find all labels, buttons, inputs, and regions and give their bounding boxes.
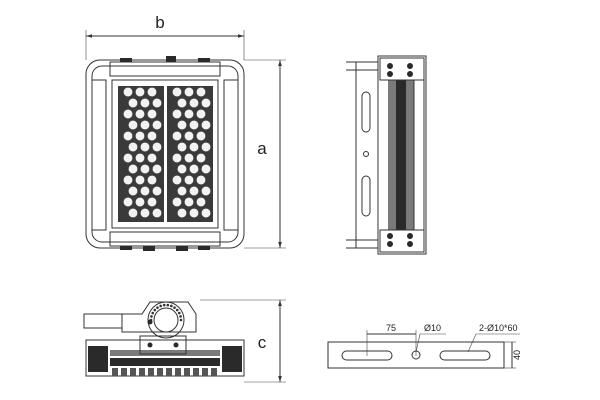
heatsink-fins — [112, 368, 217, 376]
bracket-detail: 75 Ø10 2-Ø10*60 40 — [327, 323, 522, 369]
slot-label: 2-Ø10*60 — [479, 323, 518, 333]
dimension-c-label: c — [258, 333, 267, 352]
dimension-b: b — [85, 13, 245, 60]
bracket-height-label: 40 — [512, 350, 522, 360]
led-array — [123, 87, 211, 218]
dimension-b-label: b — [155, 13, 164, 32]
housing-outline — [85, 59, 245, 249]
dimension-a: a — [244, 59, 286, 249]
side-view — [346, 55, 427, 255]
center-hole-label: Ø10 — [424, 323, 441, 333]
adjuster-dots — [149, 303, 183, 322]
spacing-label: 75 — [386, 323, 396, 333]
front-view: b a — [85, 13, 286, 251]
dimension-c: c — [200, 299, 286, 383]
bottom-view: c — [83, 299, 286, 383]
dimension-a-label: a — [257, 139, 267, 158]
